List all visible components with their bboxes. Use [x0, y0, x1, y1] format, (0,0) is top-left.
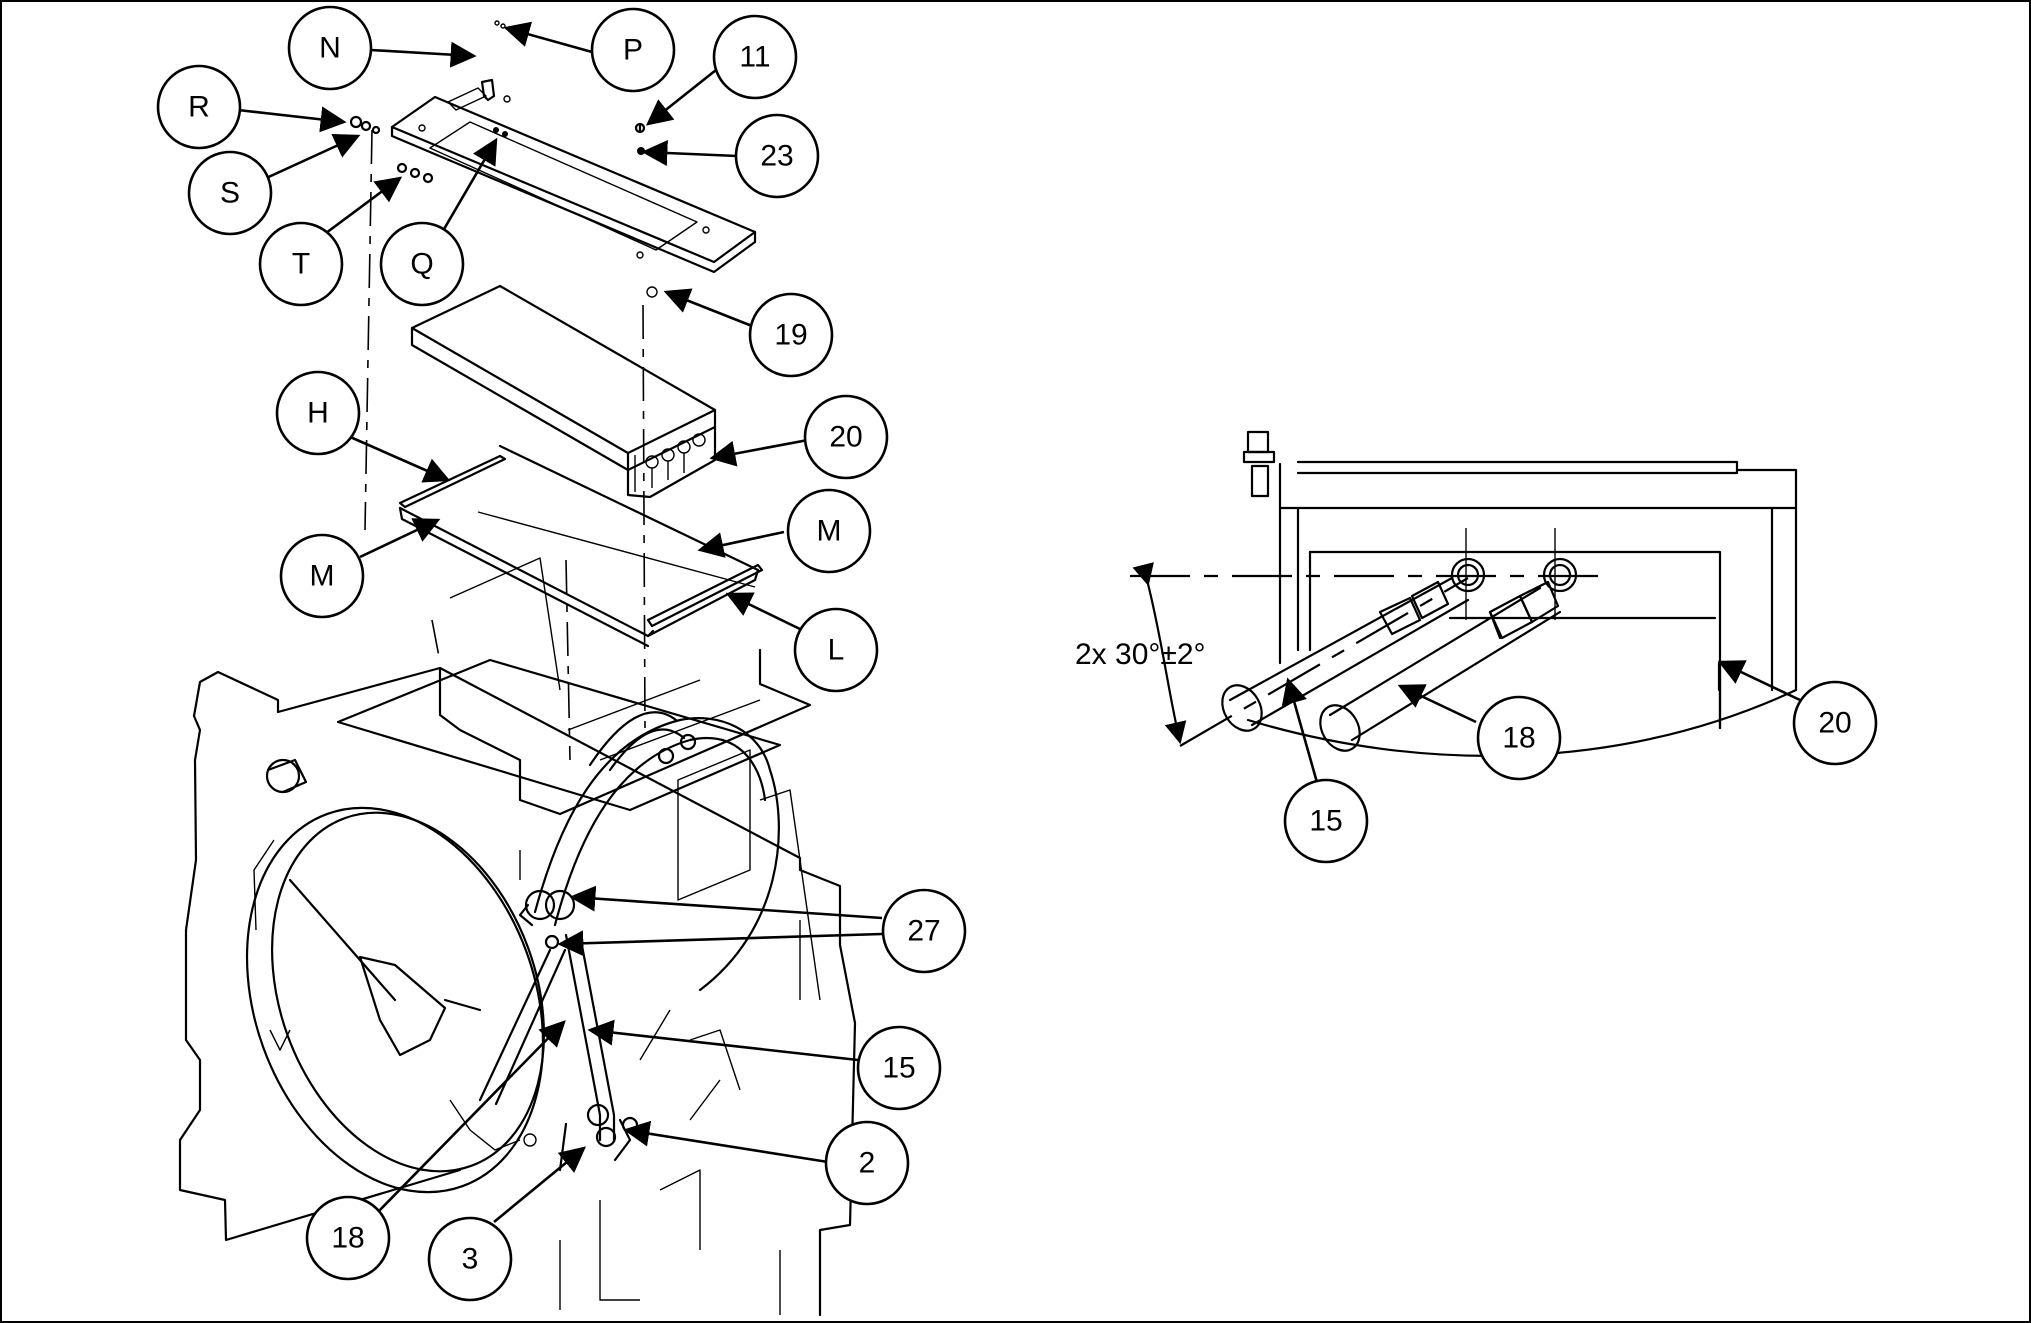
- cover-plate: [390, 87, 757, 298]
- callout-label: M: [310, 560, 335, 593]
- callout-label: P: [623, 34, 643, 67]
- callout-20-left: 20: [803, 394, 889, 480]
- leader-lines: [237, 21, 1801, 1224]
- callout-18-right: 18: [1476, 695, 1562, 781]
- callout-label: S: [220, 177, 240, 210]
- callout-2: 2: [824, 1120, 910, 1206]
- fan-shroud-ring: [245, 806, 546, 1194]
- callout-M-left: M: [279, 533, 365, 619]
- callout-15-left: 15: [856, 1025, 942, 1111]
- callout-19: 19: [748, 292, 834, 378]
- callout-L: L: [793, 607, 879, 693]
- callout-label: 2: [859, 1147, 876, 1180]
- callout-label: 11: [739, 41, 770, 74]
- callout-N: N: [287, 5, 373, 91]
- callout-20-right: 20: [1792, 680, 1878, 766]
- callout-label: 3: [462, 1243, 479, 1276]
- callout-label: 20: [829, 421, 862, 454]
- callout-label: 23: [760, 140, 793, 173]
- callout-label: 18: [331, 1222, 364, 1255]
- callout-label: 18: [1502, 722, 1535, 755]
- callout-15-right: 15: [1283, 778, 1369, 864]
- callout-label: 15: [882, 1052, 915, 1085]
- callout-label: 19: [774, 319, 807, 352]
- electronic-box: [410, 284, 717, 499]
- callout-3: 3: [427, 1216, 513, 1302]
- callout-label: T: [292, 248, 310, 281]
- callout-label: L: [828, 634, 845, 667]
- callout-label: R: [188, 91, 210, 124]
- callout-label: M: [817, 515, 842, 548]
- frame-rails: [398, 444, 764, 648]
- callout-label: H: [307, 397, 329, 430]
- callout-label: 20: [1818, 707, 1851, 740]
- callout-11: 11: [712, 14, 798, 100]
- left-exploded-view: [178, 20, 857, 1317]
- callout-M-right: M: [786, 488, 872, 574]
- hoses-15-18: [478, 711, 780, 1172]
- callout-H: H: [275, 370, 361, 456]
- callout-18-left: 18: [305, 1195, 391, 1281]
- callout-T: T: [258, 221, 344, 307]
- callout-P: P: [590, 7, 676, 93]
- callout-label: Q: [410, 248, 433, 281]
- right-detail-view: 2x 30°±2°: [1075, 430, 1798, 757]
- callout-Q: Q: [379, 221, 465, 307]
- callout-label: 15: [1309, 805, 1342, 838]
- callout-label: 27: [907, 915, 940, 948]
- angle-dimension: 2x 30°±2°: [1075, 638, 1206, 671]
- callout-27: 27: [881, 888, 967, 974]
- callout-S: S: [187, 150, 273, 236]
- callout-23: 23: [734, 113, 820, 199]
- callout-R: R: [156, 64, 242, 150]
- callout-label: N: [319, 32, 341, 65]
- assembly-centerlines: [364, 129, 646, 761]
